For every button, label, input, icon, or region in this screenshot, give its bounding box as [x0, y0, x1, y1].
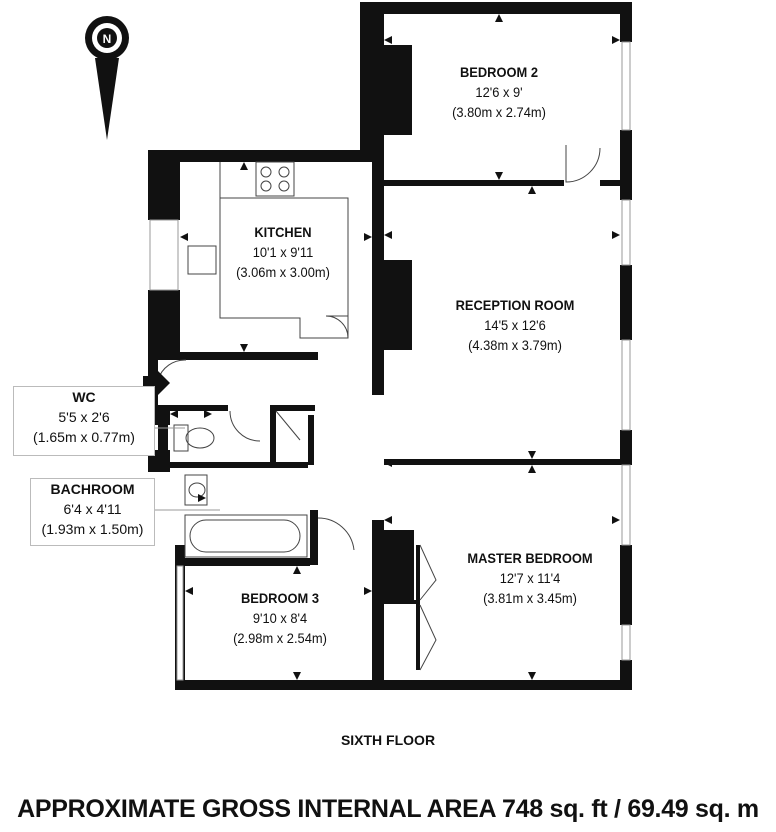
dimension-arrows — [170, 14, 620, 680]
room-name: BEDROOM 2 — [459, 64, 538, 80]
walls — [148, 2, 632, 690]
bathroom-fixtures — [157, 359, 308, 558]
room-label-bathroom: BACHROOM 6'4 x 4'11 (1.93m x 1.50m) — [30, 478, 155, 546]
kitchen-fixtures — [187, 161, 349, 339]
room-label-bedroom-3: BEDROOM 3 9'10 x 8'4 (2.98m x 2.54m) — [220, 588, 340, 648]
floor-label: SIXTH FLOOR — [340, 732, 436, 748]
room-name: BACHROOM — [50, 481, 135, 497]
room-label-bedroom-2: BEDROOM 2 12'6 x 9' (3.80m x 2.74m) — [439, 62, 559, 122]
room-name: KITCHEN — [254, 224, 312, 240]
doors — [317, 145, 601, 671]
windows — [149, 41, 631, 681]
room-size-metric: (3.06m x 3.00m) — [236, 264, 330, 280]
room-label-reception: RECEPTION ROOM 14'5 x 12'6 (4.38m x 3.79… — [437, 295, 593, 355]
room-size-imperial: 6'4 x 4'11 — [63, 501, 122, 517]
gross-area-label: APPROXIMATE GROSS INTERNAL AREA 748 sq. … — [17, 795, 759, 823]
room-name: WC — [72, 389, 96, 405]
svg-text:N: N — [103, 32, 112, 46]
room-name: RECEPTION ROOM — [455, 297, 575, 313]
room-label-wc: WC 5'5 x 2'6 (1.65m x 0.77m) — [13, 386, 155, 456]
room-size-metric: (1.65m x 0.77m) — [33, 429, 135, 445]
room-size-metric: (2.98m x 2.54m) — [233, 630, 327, 646]
room-size-imperial: 9'10 x 8'4 — [252, 610, 308, 626]
room-size-imperial: 10'1 x 9'11 — [252, 244, 314, 260]
room-size-metric: (3.80m x 2.74m) — [452, 104, 546, 120]
room-size-metric: (3.81m x 3.45m) — [483, 590, 577, 606]
compass-north-icon: N — [85, 16, 129, 140]
room-size-imperial: 12'6 x 9' — [475, 84, 523, 100]
room-size-imperial: 14'5 x 12'6 — [484, 317, 546, 333]
callout-leaders — [153, 427, 220, 511]
room-size-metric: (4.38m x 3.79m) — [468, 337, 562, 353]
room-name: MASTER BEDROOM — [467, 550, 593, 566]
room-label-master-bedroom: MASTER BEDROOM 12'7 x 11'4 (3.81m x 3.45… — [452, 548, 608, 608]
room-label-kitchen: KITCHEN 10'1 x 9'11 (3.06m x 3.00m) — [223, 222, 343, 282]
room-size-imperial: 12'7 x 11'4 — [499, 570, 561, 586]
room-size-metric: (1.93m x 1.50m) — [41, 521, 144, 537]
room-name: BEDROOM 3 — [240, 590, 319, 606]
room-size-imperial: 5'5 x 2'6 — [58, 409, 110, 425]
